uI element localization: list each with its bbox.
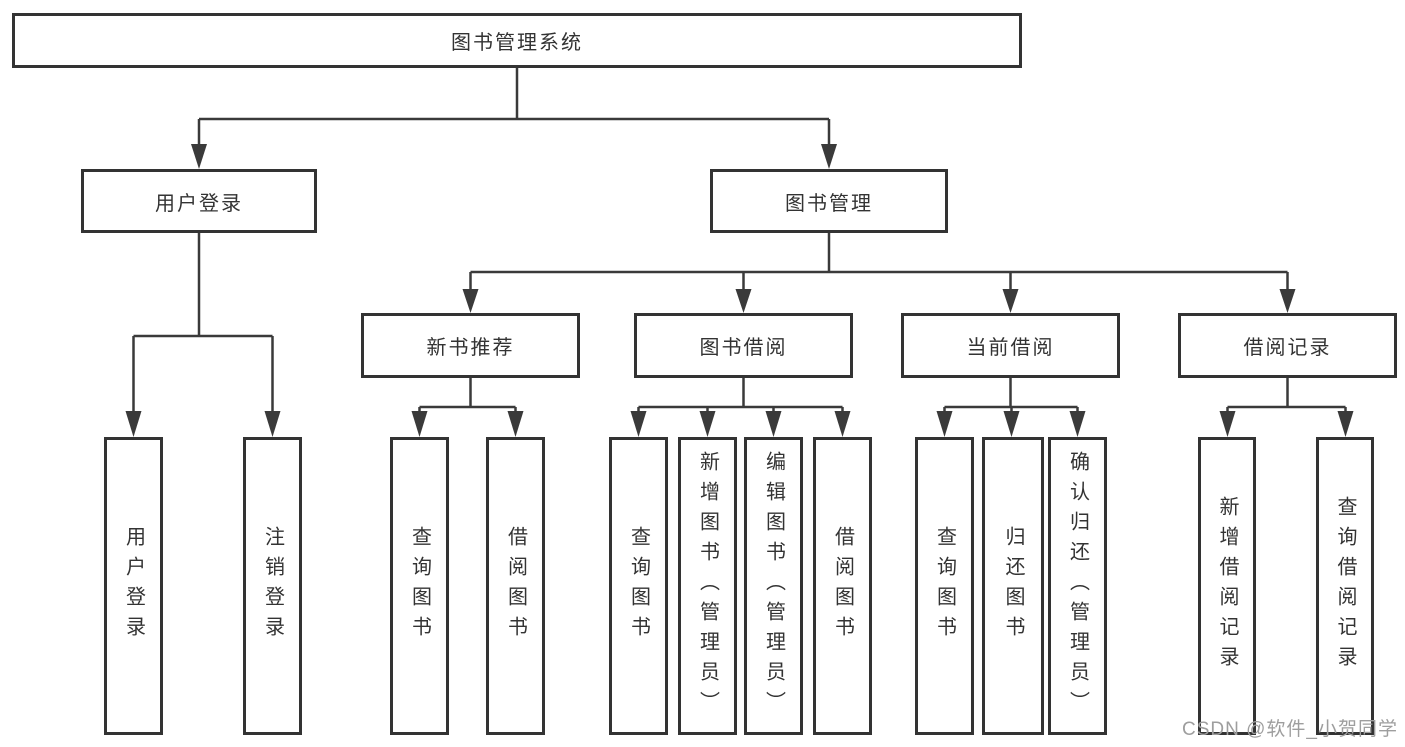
- node-new-book-recommend: 新书推荐: [361, 313, 580, 378]
- node-user-login-group-label: 用户登录: [155, 192, 243, 215]
- node-leaf-cb-query-book-label: 查询图书: [933, 526, 956, 646]
- node-leaf-nbr-query-book: 查询图书: [390, 437, 449, 735]
- connector-current-borrow-to-leaves: [943, 378, 1079, 413]
- connector-book-borrow-to-leaves: [637, 378, 844, 413]
- node-root-system-label: 图书管理系统: [451, 32, 583, 54]
- connector-new-book-recommend-to-leaves: [418, 378, 517, 413]
- node-book-borrow: 图书借阅: [634, 313, 853, 378]
- node-current-borrow-label: 当前借阅: [966, 337, 1055, 359]
- node-leaf-user-login: 用户登录: [104, 437, 163, 735]
- node-new-book-recommend-label: 新书推荐: [426, 337, 515, 359]
- node-borrow-record: 借阅记录: [1178, 313, 1397, 378]
- node-leaf-nbr-borrow-book-label: 借阅图书: [504, 526, 527, 646]
- node-leaf-bb-query-book-label: 查询图书: [627, 526, 650, 646]
- node-book-management-label: 图书管理: [785, 192, 873, 215]
- node-leaf-cb-confirm-return-admin: 确认归还（管理员）: [1048, 437, 1107, 735]
- node-leaf-nbr-borrow-book: 借阅图书: [486, 437, 545, 735]
- node-leaf-cb-confirm-return-admin-label: 确认归还（管理员）: [1066, 451, 1089, 721]
- node-leaf-logout-label: 注销登录: [261, 526, 284, 646]
- node-book-management: 图书管理: [710, 169, 948, 233]
- connector-borrow-record-to-leaves: [1226, 378, 1347, 413]
- node-leaf-cb-query-book: 查询图书: [915, 437, 974, 735]
- node-leaf-bb-edit-book-admin: 编辑图书（管理员）: [744, 437, 803, 735]
- node-leaf-cb-return-book-label: 归还图书: [1002, 526, 1024, 646]
- connector-book-management-to-level3: [469, 233, 1289, 291]
- node-leaf-bb-borrow-book: 借阅图书: [813, 437, 872, 735]
- node-leaf-bb-borrow-book-label: 借阅图书: [831, 526, 854, 646]
- node-leaf-bb-add-book-admin-label: 新增图书（管理员）: [696, 451, 719, 721]
- node-root-system: 图书管理系统: [12, 13, 1022, 68]
- node-current-borrow: 当前借阅: [901, 313, 1120, 378]
- node-leaf-cb-return-book: 归还图书: [982, 437, 1044, 735]
- node-leaf-user-login-label: 用户登录: [122, 526, 145, 646]
- node-leaf-br-query-record: 查询借阅记录: [1316, 437, 1374, 735]
- connector-root-to-level2: [197, 68, 831, 146]
- node-leaf-bb-add-book-admin: 新增图书（管理员）: [678, 437, 737, 735]
- arrowheads: [125, 144, 1354, 437]
- node-leaf-br-add-record: 新增借阅记录: [1198, 437, 1256, 735]
- node-leaf-logout: 注销登录: [243, 437, 302, 735]
- node-leaf-bb-query-book: 查询图书: [609, 437, 668, 735]
- node-borrow-record-label: 借阅记录: [1243, 337, 1332, 359]
- node-user-login-group: 用户登录: [81, 169, 317, 233]
- node-leaf-br-add-record-label: 新增借阅记录: [1216, 496, 1238, 676]
- csdn-watermark: CSDN @软件_小贺同学: [1182, 719, 1398, 740]
- node-book-borrow-label: 图书借阅: [699, 337, 788, 359]
- node-leaf-bb-edit-book-admin-label: 编辑图书（管理员）: [762, 451, 785, 721]
- connector-user-login-to-leaves: [132, 233, 274, 413]
- node-leaf-br-query-record-label: 查询借阅记录: [1334, 496, 1356, 676]
- node-leaf-nbr-query-book-label: 查询图书: [408, 526, 431, 646]
